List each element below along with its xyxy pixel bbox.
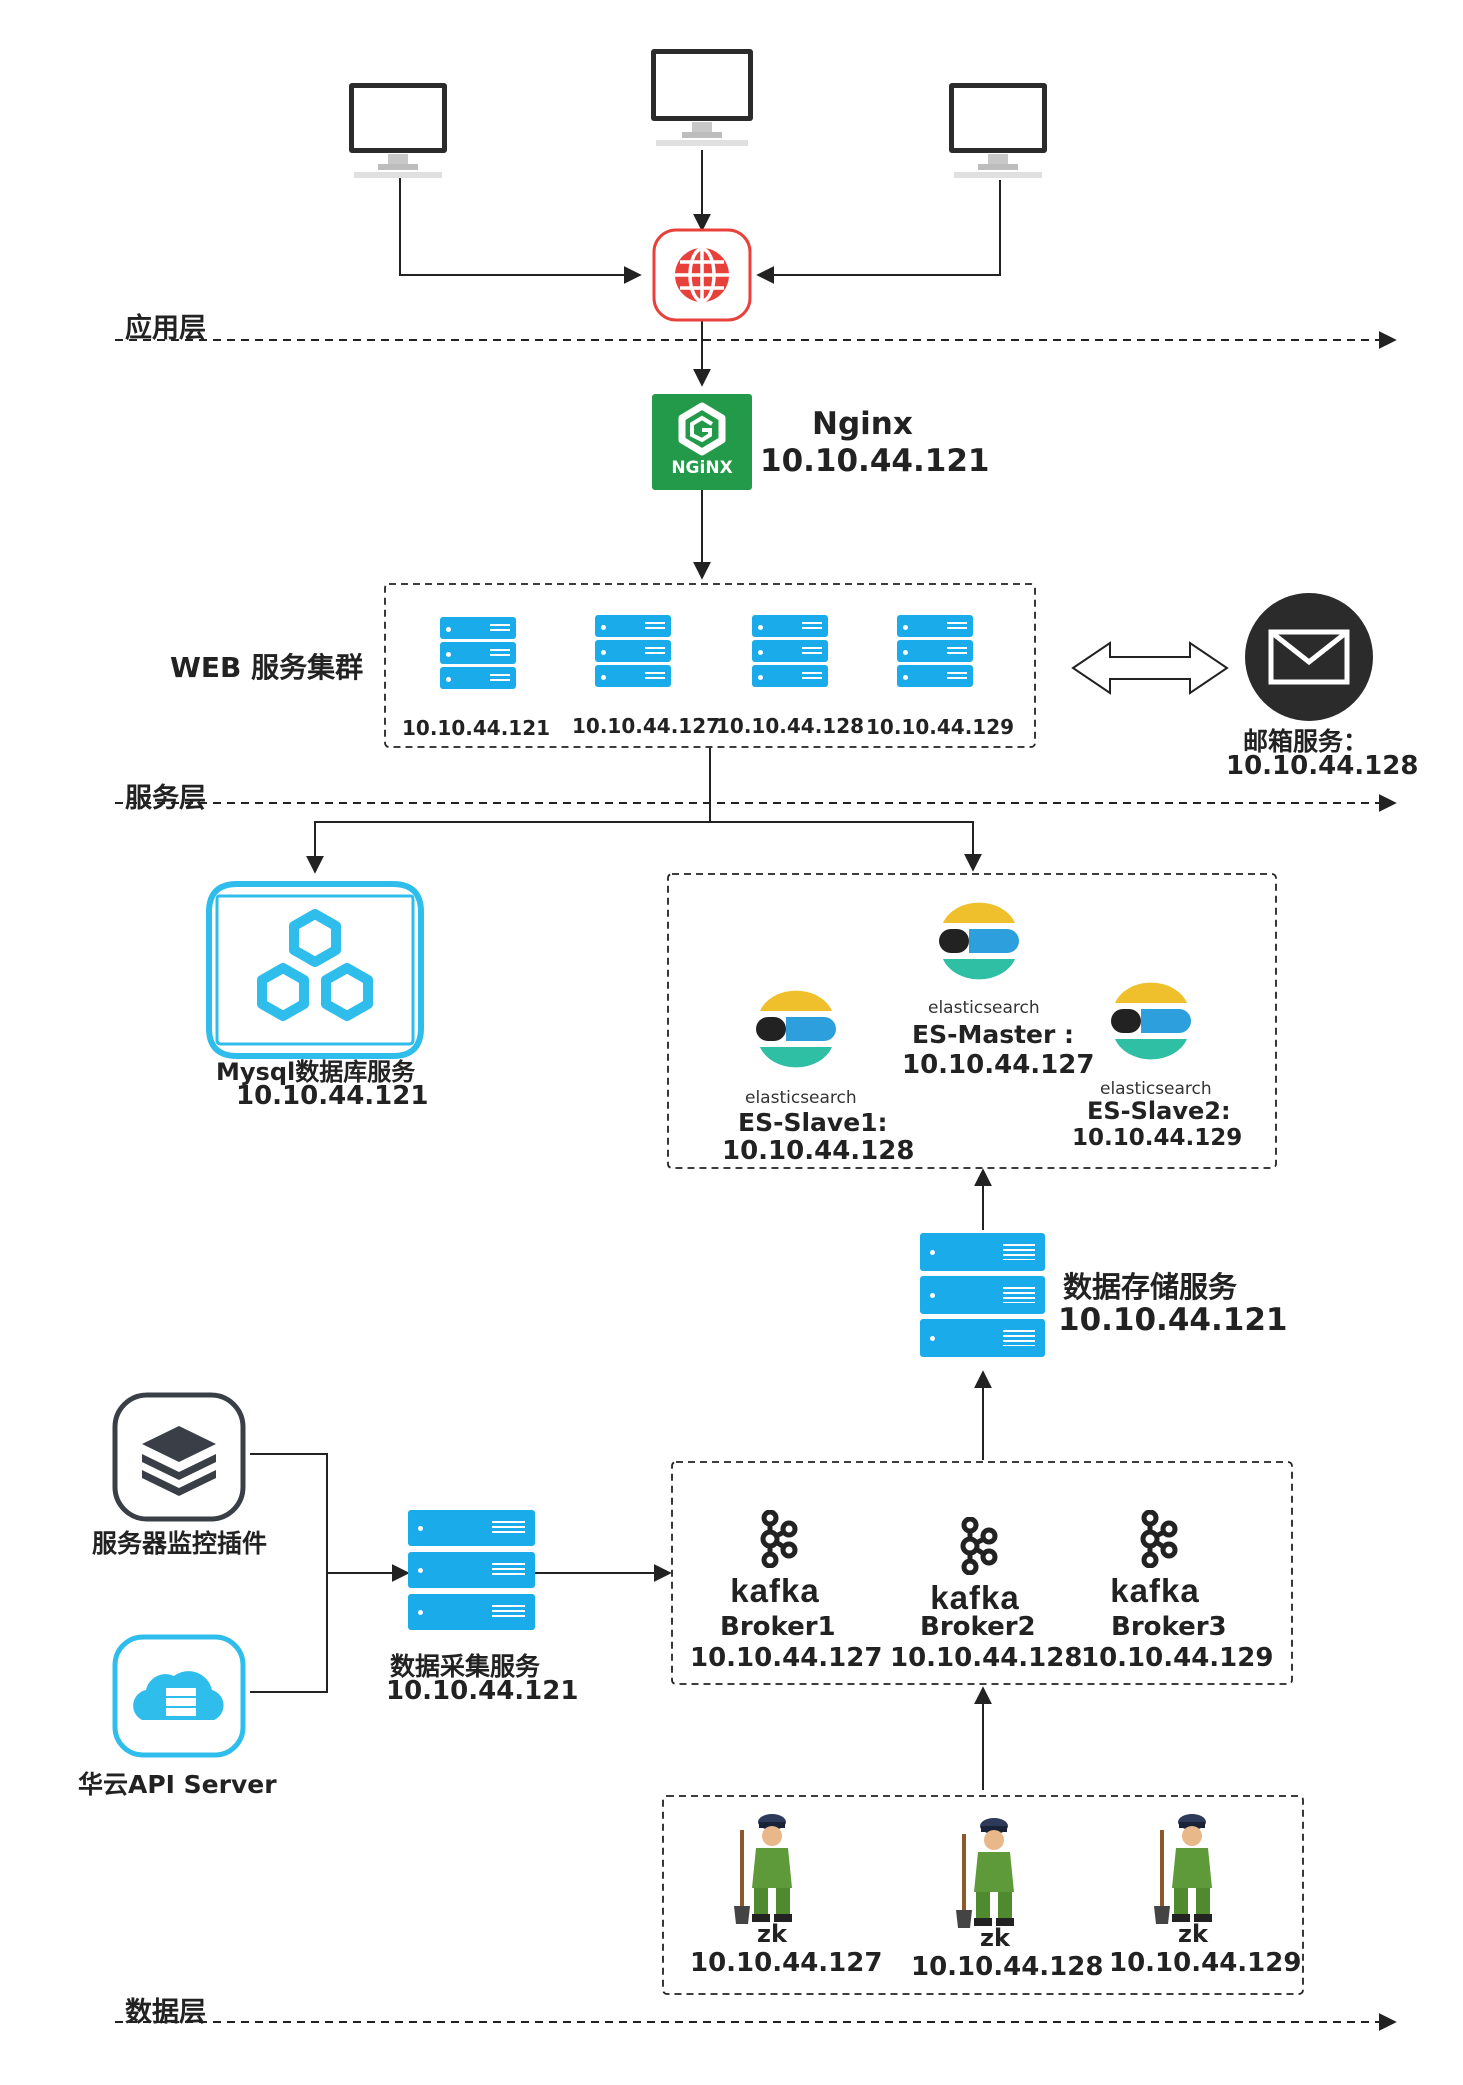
globe-icon xyxy=(652,228,752,322)
service-layer-label: 服务层 xyxy=(125,783,206,814)
monitor-icon xyxy=(949,83,1047,178)
es-slave2-brand: elasticsearch xyxy=(1100,1079,1212,1099)
zk-node-2-name: zk xyxy=(980,1924,1010,1952)
mail-ip: 10.10.44.128 xyxy=(1226,751,1419,781)
web-to-es-line xyxy=(710,821,982,872)
monitor-icon xyxy=(349,83,447,178)
es-slave2-logo xyxy=(1107,977,1193,1073)
kafka-broker-2: kafka xyxy=(890,1516,1060,1617)
nginx-ip: 10.10.44.121 xyxy=(760,443,990,479)
kafka-broker-1-ip: 10.10.44.127 xyxy=(690,1643,883,1673)
kafka-broker-2-ip: 10.10.44.128 xyxy=(890,1643,1083,1673)
collector-label: 数据采集服务 xyxy=(390,1652,541,1681)
kafka-icon xyxy=(760,1509,798,1569)
client-computer-2 xyxy=(650,48,754,156)
nginx-logo-text: NGiNX xyxy=(671,458,733,478)
web-node-ip-3: 10.10.44.128 xyxy=(716,714,865,738)
layers-icon xyxy=(112,1392,246,1522)
kafka-brand-3: kafka xyxy=(1110,1572,1200,1609)
kafka-broker-1: kafka xyxy=(690,1509,860,1610)
web-server-2-icon xyxy=(595,615,671,687)
es-slave1-logo xyxy=(752,985,838,1081)
zk-node-1-ip: 10.10.44.127 xyxy=(690,1948,883,1978)
storage-server-icon xyxy=(920,1233,1045,1357)
web-server-1-icon xyxy=(440,617,516,689)
es-slave1-brand: elasticsearch xyxy=(745,1088,857,1108)
web-cluster-box xyxy=(384,583,1036,748)
kafka-broker-3-name: Broker3 xyxy=(1111,1612,1227,1642)
es-slave1-name: ES-Slave1: xyxy=(738,1108,888,1137)
es-master-name: ES-Master : xyxy=(912,1020,1075,1049)
app-layer-label: 应用层 xyxy=(125,313,206,344)
kafka-cluster-box xyxy=(671,1461,1293,1685)
web-node-ip-4: 10.10.44.129 xyxy=(866,715,1015,739)
es-slave2-ip: 10.10.44.129 xyxy=(1072,1125,1243,1151)
mysql-node xyxy=(205,880,425,1064)
web-to-mysql-line xyxy=(306,748,711,874)
nginx-name: Nginx xyxy=(812,406,913,442)
zk-node-3-figure xyxy=(1146,1810,1226,1934)
envelope-icon xyxy=(1245,593,1373,721)
kafka-broker-3: kafka xyxy=(1070,1509,1240,1610)
collector-ip: 10.10.44.121 xyxy=(386,1676,579,1706)
zookeeper-figure-icon xyxy=(734,1814,792,1924)
elasticsearch-icon xyxy=(1111,982,1191,1060)
kafka-broker-2-name: Broker2 xyxy=(920,1612,1036,1642)
client1-to-globe-line xyxy=(399,178,642,284)
zookeeper-figure-icon xyxy=(1154,1814,1212,1924)
cloud-server-icon xyxy=(112,1634,246,1758)
collector-server-icon xyxy=(408,1510,535,1630)
es-master-brand: elasticsearch xyxy=(928,998,1040,1018)
es-master-ip: 10.10.44.127 xyxy=(902,1050,1095,1080)
zk-node-2-figure xyxy=(948,1814,1028,1938)
storage-label: 数据存储服务 xyxy=(1063,1270,1238,1304)
web-node-ip-1: 10.10.44.121 xyxy=(402,716,551,740)
zk-node-3-name: zk xyxy=(1178,1920,1208,1948)
client-computer-1 xyxy=(348,82,448,186)
es-slave1-ip: 10.10.44.128 xyxy=(722,1136,915,1166)
kafka-icon xyxy=(1140,1509,1178,1569)
elasticsearch-icon xyxy=(939,902,1019,980)
kafka-icon xyxy=(960,1516,998,1576)
huayun-label: 华云API Server xyxy=(78,1770,277,1799)
monitor-icon xyxy=(651,49,753,146)
client-computer-3 xyxy=(948,82,1048,186)
kafka-brand-1: kafka xyxy=(730,1572,820,1609)
database-hexagon-icon xyxy=(206,881,424,1059)
es-slave2-name: ES-Slave2: xyxy=(1087,1097,1231,1125)
web-server-4-icon xyxy=(897,615,973,687)
web-node-ip-2: 10.10.44.127 xyxy=(572,714,721,738)
mysql-ip: 10.10.44.121 xyxy=(236,1081,429,1111)
es-master-logo xyxy=(935,897,1021,993)
data-layer-label: 数据层 xyxy=(125,1997,206,2028)
web-server-3-icon xyxy=(752,615,828,687)
kafka-broker-1-name: Broker1 xyxy=(720,1612,836,1642)
mail-label: 邮箱服务： xyxy=(1243,727,1369,756)
zk-cluster-box xyxy=(662,1795,1304,1995)
zookeeper-figure-icon xyxy=(956,1818,1014,1928)
zk-node-1-figure xyxy=(726,1810,806,1934)
kafka-brand-2: kafka xyxy=(930,1579,1020,1616)
elasticsearch-icon xyxy=(756,990,836,1068)
storage-ip: 10.10.44.121 xyxy=(1058,1302,1288,1338)
monitor-plugin-node xyxy=(112,1392,246,1526)
huayun-node xyxy=(112,1634,246,1762)
es-cluster-box xyxy=(667,873,1277,1169)
zk-node-1-name: zk xyxy=(757,1920,787,1948)
client3-to-globe-line xyxy=(756,180,1001,284)
internet-node xyxy=(652,228,752,326)
web-mail-double-arrow xyxy=(1071,641,1229,695)
nginx-node: NGiNX xyxy=(652,394,752,494)
mail-node xyxy=(1244,592,1374,726)
zk-node-2-ip: 10.10.44.128 xyxy=(911,1952,1104,1982)
nginx-logo-icon xyxy=(652,394,752,490)
mysql-label: Mysql数据库服务 xyxy=(216,1058,416,1086)
sources-bracket-line xyxy=(250,1453,328,1693)
kafka-broker-3-ip: 10.10.44.129 xyxy=(1081,1643,1274,1673)
zk-node-3-ip: 10.10.44.129 xyxy=(1109,1948,1302,1978)
monitor-plugin-label: 服务器监控插件 xyxy=(92,1529,268,1558)
web-cluster-label: WEB 服务集群 xyxy=(170,651,364,684)
